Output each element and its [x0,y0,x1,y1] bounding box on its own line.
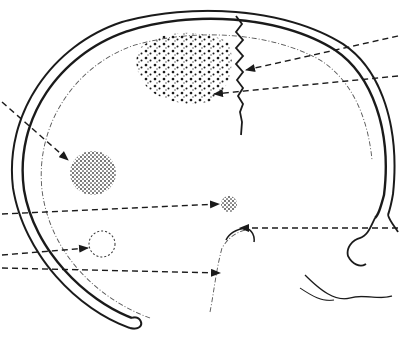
fracture-line [236,16,243,135]
frontal-nasal-contour [348,218,375,266]
skull-base-line [210,230,246,312]
arrow-to-lucency [2,248,88,255]
frontal-sinus-contour [388,215,398,232]
dense-lesion [70,151,116,195]
facial-contour-line [305,275,392,299]
circular-lucency [89,231,115,257]
arrow-to-calcification [2,204,219,214]
small-calcification [221,196,237,212]
arrow-to-skull-base [2,268,220,273]
skull-vault-end [130,317,141,328]
sella-turcica-outline [226,228,254,242]
